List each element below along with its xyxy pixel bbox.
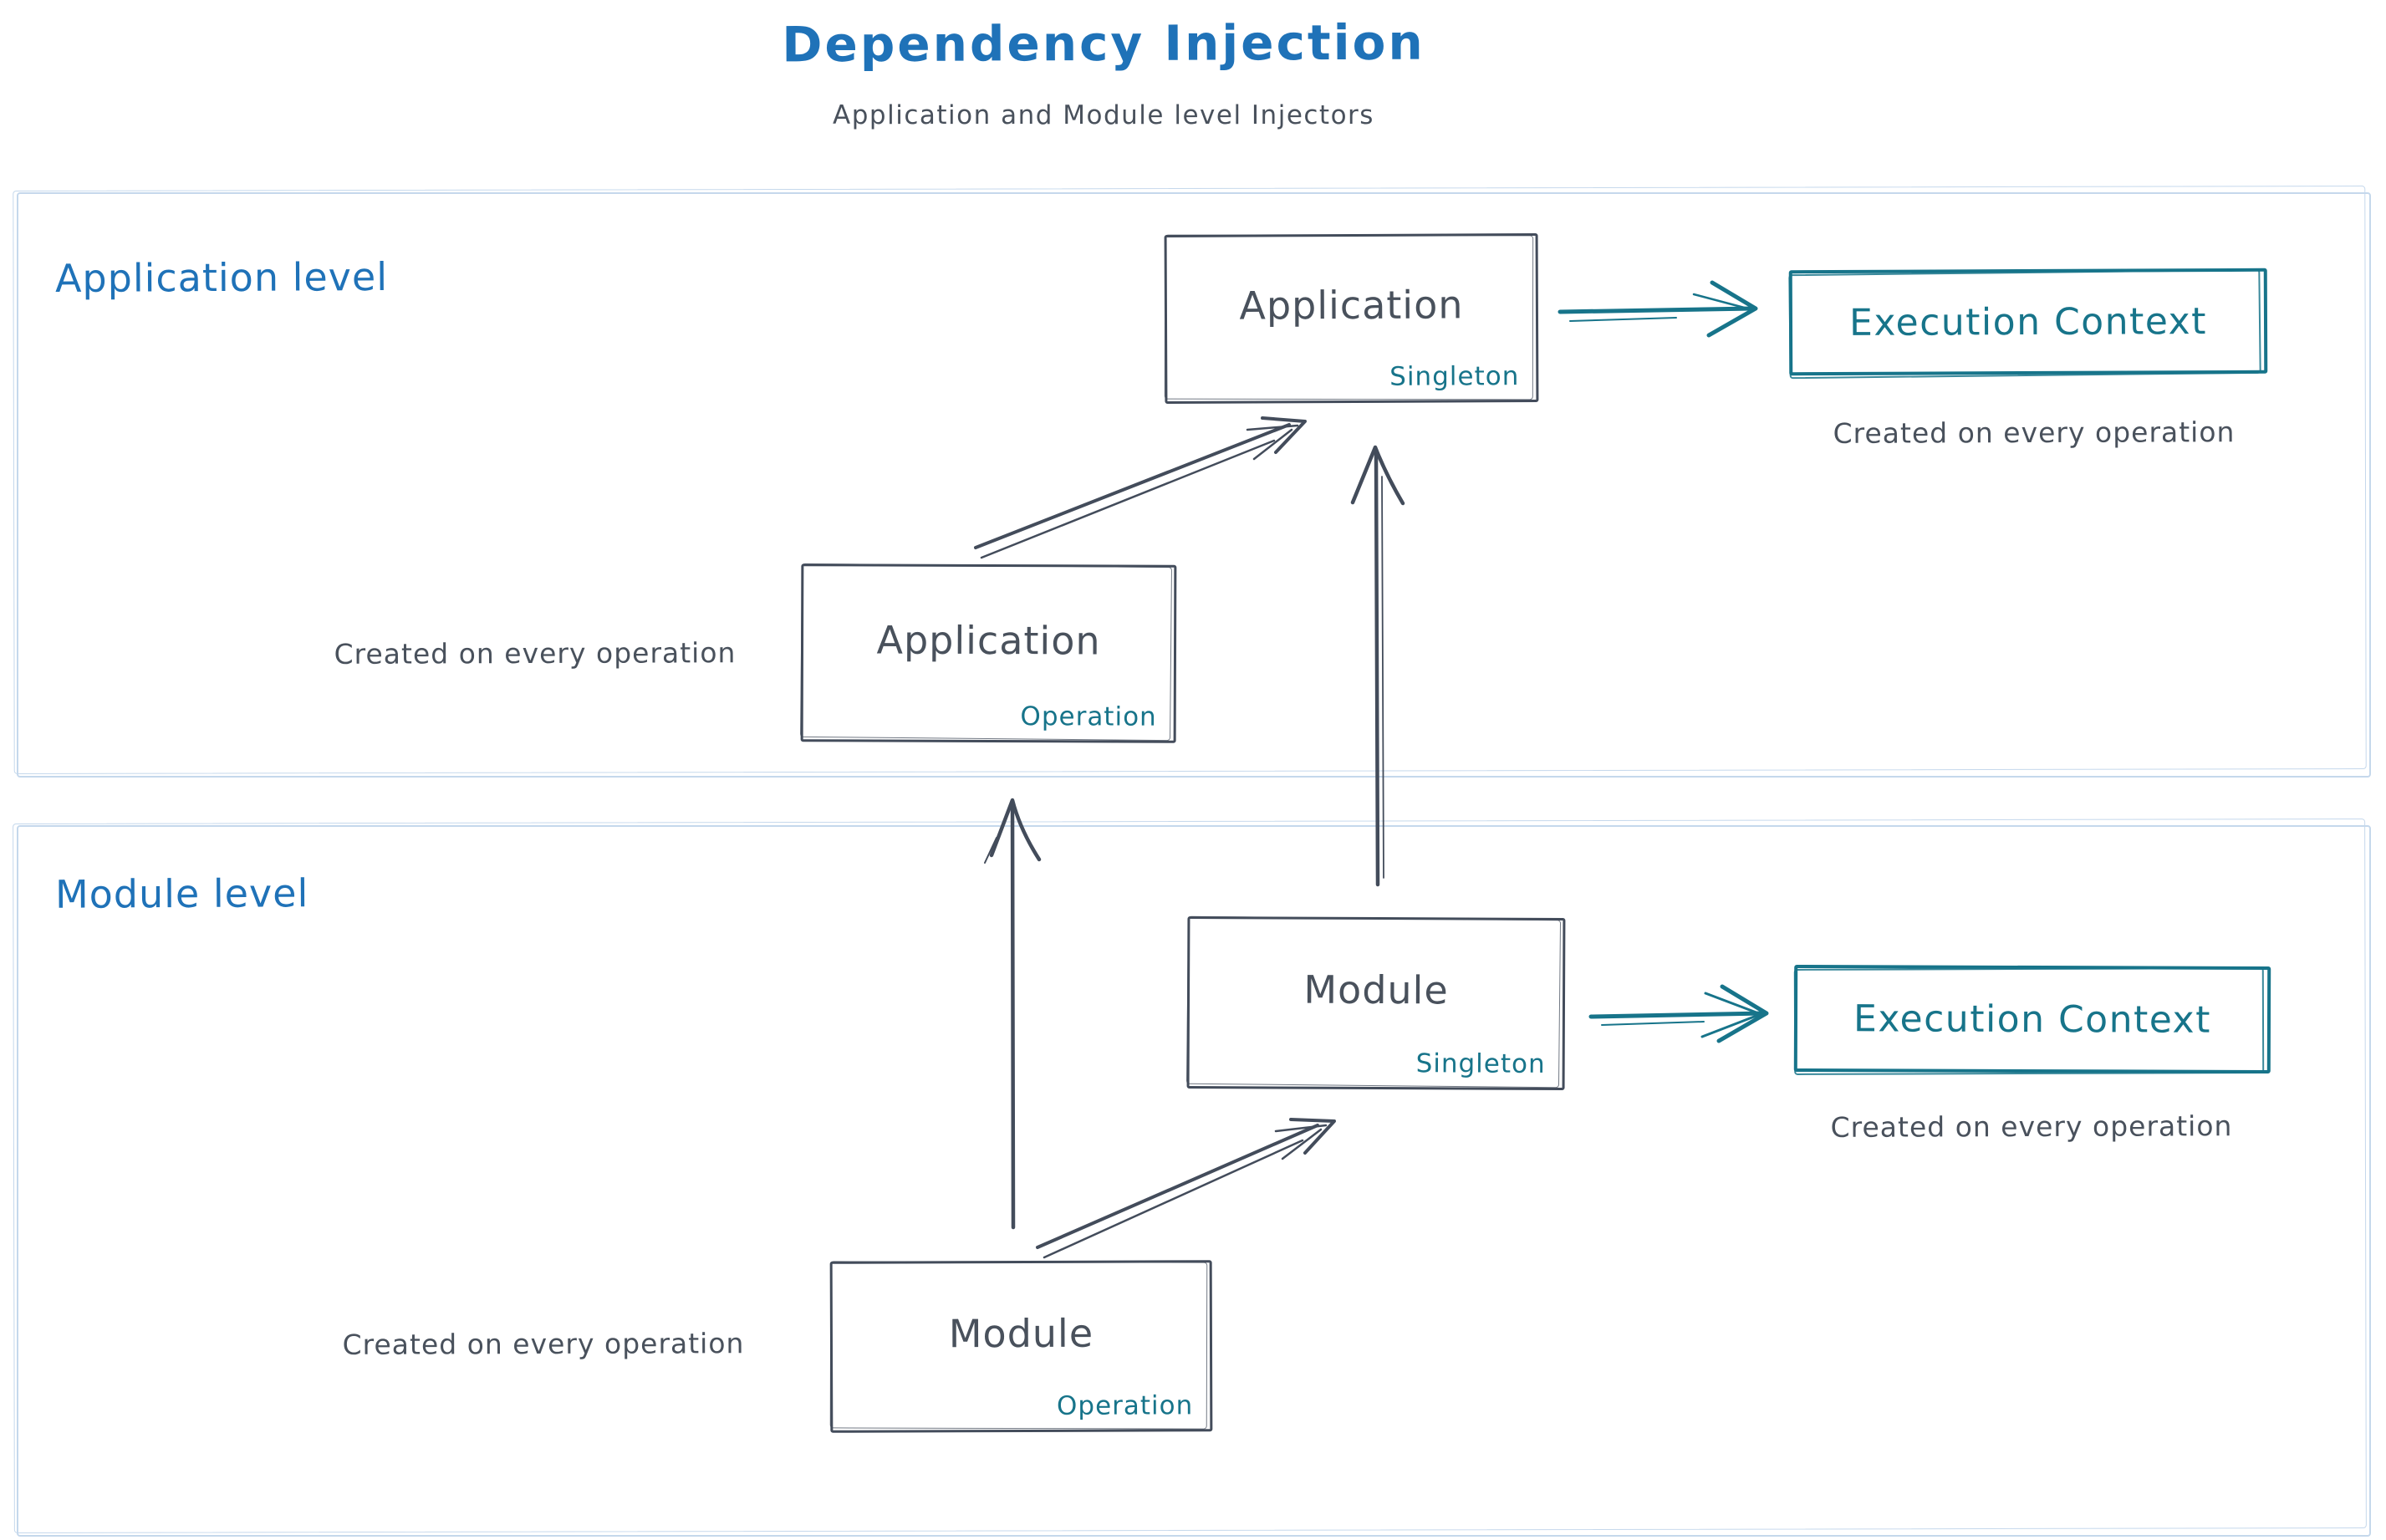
caption-created-on-every-operation: Created on every operation bbox=[1833, 416, 2236, 450]
caption-created-on-every-operation: Created on every operation bbox=[1830, 1109, 2233, 1144]
caption-created-on-every-operation: Created on every operation bbox=[334, 636, 737, 671]
box-module-singleton: Module Singleton bbox=[1186, 916, 1566, 1090]
box-title: Application bbox=[1239, 282, 1464, 329]
section-label-module: Module level bbox=[54, 870, 309, 917]
box-application-operation: Application Operation bbox=[800, 563, 1177, 743]
section-label-application: Application level bbox=[54, 253, 389, 302]
box-badge-singleton: Singleton bbox=[1415, 1048, 1546, 1079]
box-title: Module bbox=[1303, 966, 1449, 1013]
page-title: Dependency Injection bbox=[782, 13, 1425, 74]
diagram-header: Dependency Injection Application and Mod… bbox=[0, 14, 2207, 130]
box-execution-context-application: Execution Context bbox=[1788, 268, 2268, 376]
box-badge-singleton: Singleton bbox=[1389, 361, 1520, 392]
box-execution-context-module: Execution Context bbox=[1793, 965, 2271, 1073]
box-title: Module bbox=[948, 1310, 1094, 1356]
box-title: Application bbox=[876, 617, 1101, 663]
execution-context-title: Execution Context bbox=[1849, 299, 2207, 344]
box-badge-operation: Operation bbox=[1020, 701, 1157, 732]
box-application-singleton: Application Singleton bbox=[1164, 233, 1539, 404]
page-subtitle: Application and Module level Injectors bbox=[833, 100, 1374, 130]
box-badge-operation: Operation bbox=[1056, 1390, 1194, 1421]
box-module-operation: Module Operation bbox=[829, 1260, 1213, 1433]
section-application-level bbox=[17, 192, 2371, 778]
section-module-level bbox=[17, 825, 2371, 1537]
execution-context-title: Execution Context bbox=[1853, 997, 2211, 1042]
caption-created-on-every-operation: Created on every operation bbox=[342, 1327, 745, 1361]
